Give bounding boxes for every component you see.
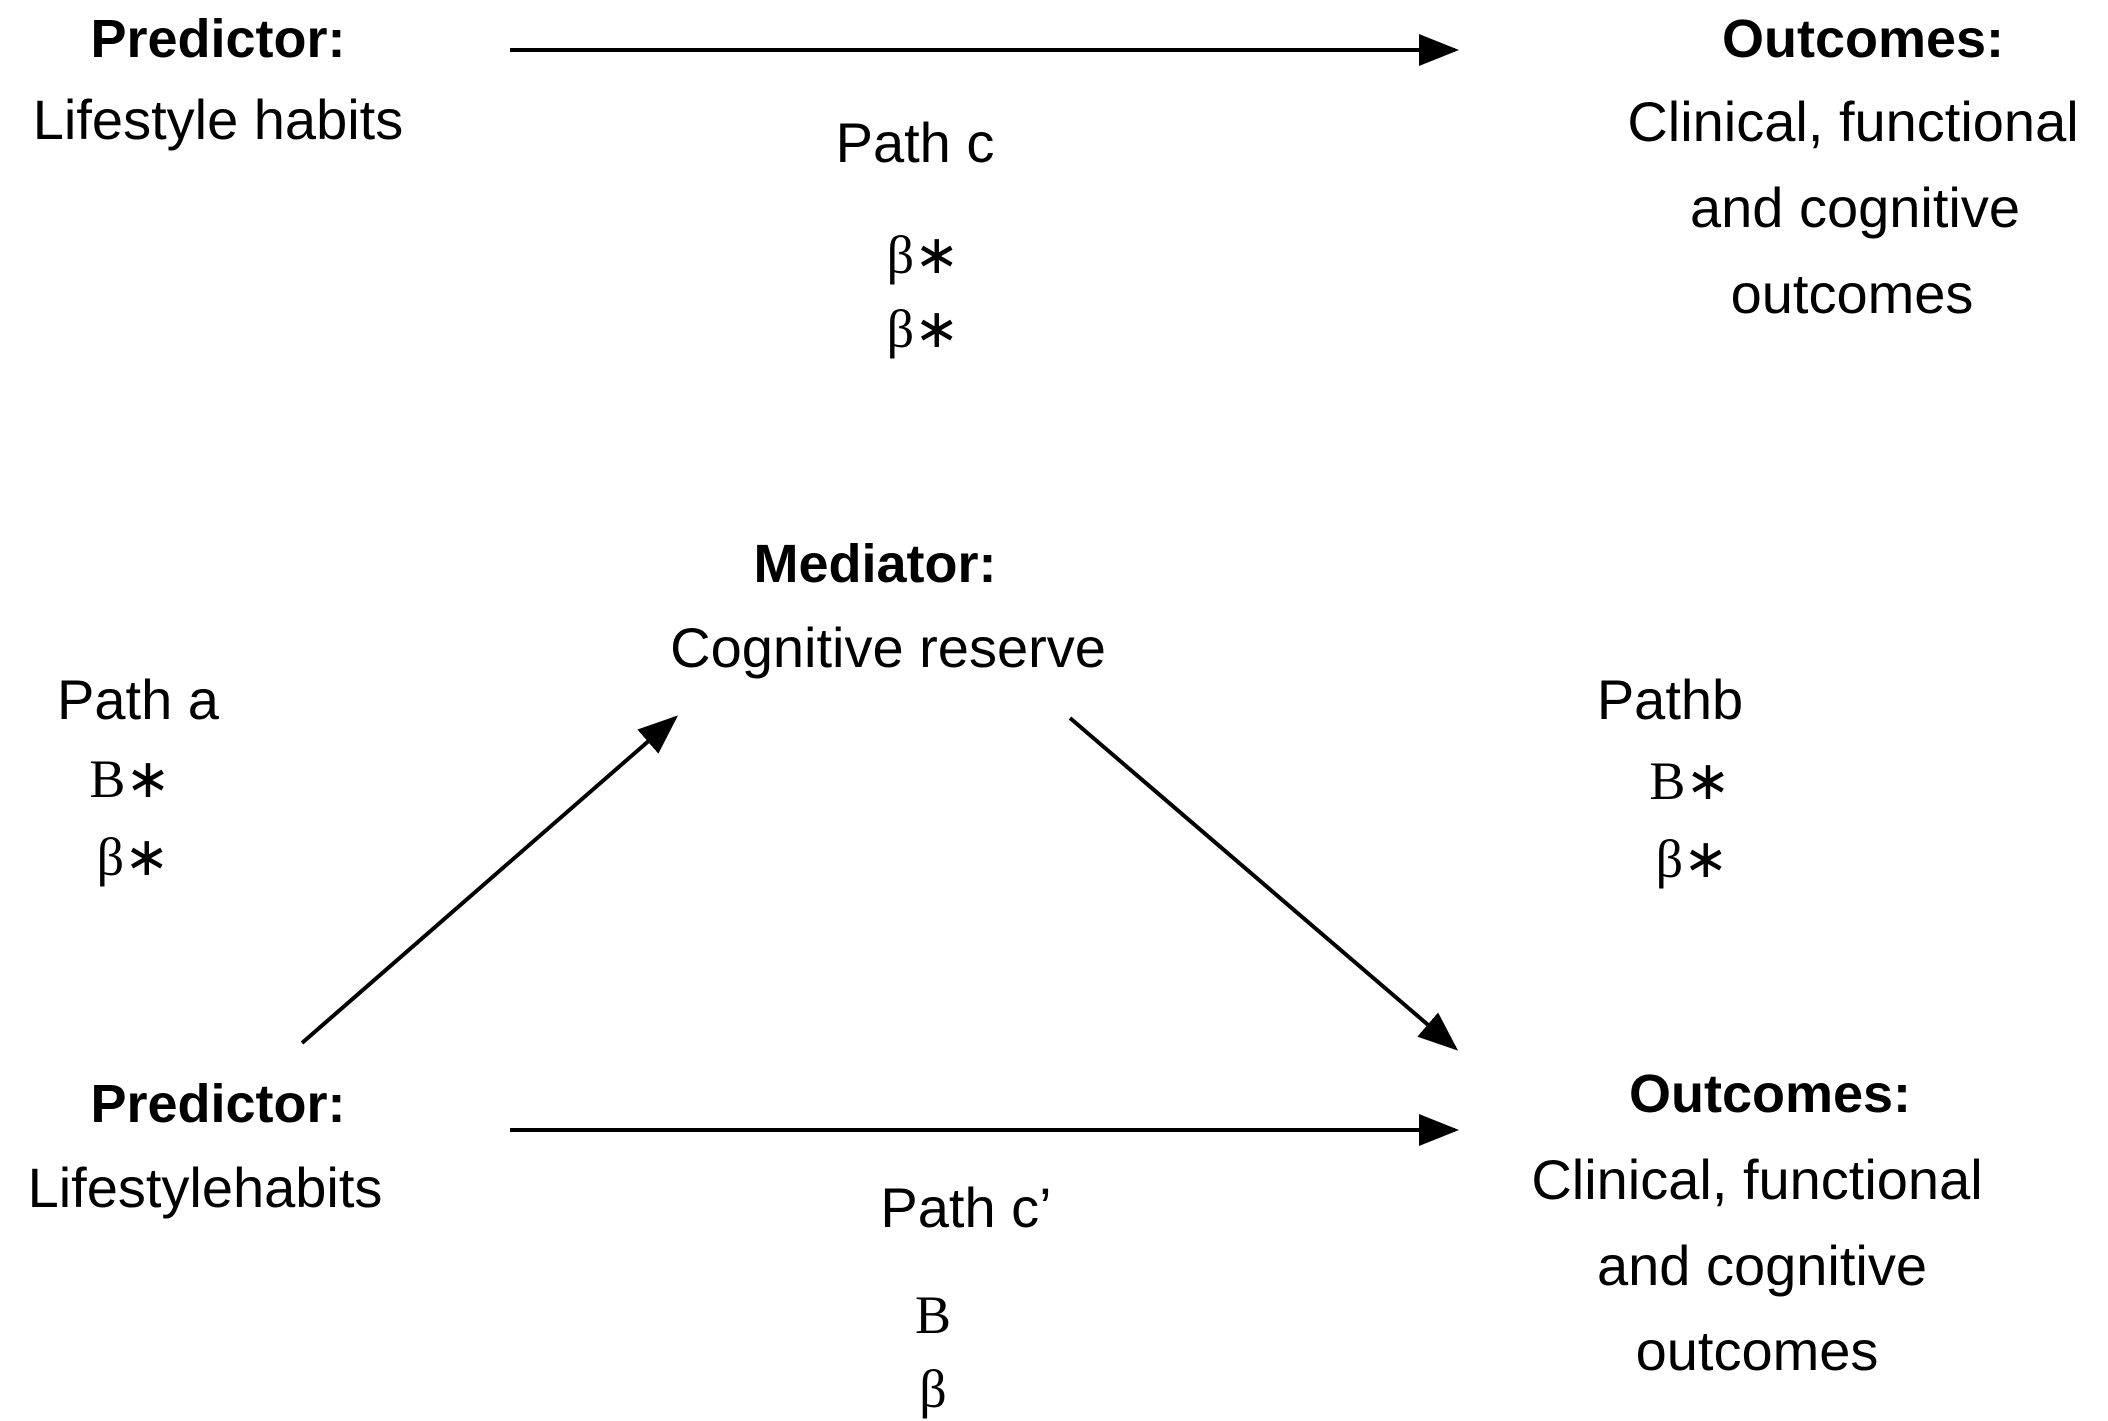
top-predictor-heading: Predictor: [90, 9, 346, 69]
bottom-predictor-text: Lifestylehabits [27, 1156, 383, 1219]
top-outcomes-line2: and cognitive [1689, 176, 2021, 239]
path-c-prime-coef-2: β [919, 1359, 947, 1419]
path-c-prime-label: Path c’ [880, 1176, 1052, 1239]
path-c-coef-2: β∗ [886, 299, 960, 359]
top-outcomes-line3: outcomes [1730, 262, 1974, 325]
top-outcomes-heading: Outcomes: [1721, 9, 2005, 69]
path-b-coef-1: B∗ [1649, 751, 1731, 811]
path-c-coef-1: β∗ [886, 225, 960, 285]
path-a-label: Path a [57, 668, 219, 731]
mediator-heading: Mediator: [753, 534, 997, 594]
top-outcomes-line1: Clinical, functional [1627, 90, 2079, 153]
bottom-outcomes-line1: Clinical, functional [1531, 1148, 1983, 1211]
arrow-path-a [300, 715, 679, 1045]
path-c-prime-coef-1: B [914, 1285, 952, 1345]
path-b-coef-2: β∗ [1655, 829, 1729, 889]
path-a-coef-1: B∗ [89, 749, 171, 809]
bottom-outcomes-line2: and cognitive [1596, 1234, 1928, 1297]
mediator-text: Cognitive reserve [670, 616, 1106, 679]
bottom-outcomes-heading: Outcomes: [1628, 1064, 1912, 1124]
bottom-predictor-heading: Predictor: [90, 1074, 346, 1134]
path-b-label: Pathb [1596, 668, 1744, 731]
path-c-label: Path c [835, 111, 995, 174]
path-a-coef-2: β∗ [96, 827, 170, 887]
bottom-outcomes-line3: outcomes [1635, 1319, 1879, 1382]
top-predictor-text: Lifestyle habits [32, 88, 404, 151]
arrow-path-b [1068, 716, 1459, 1051]
